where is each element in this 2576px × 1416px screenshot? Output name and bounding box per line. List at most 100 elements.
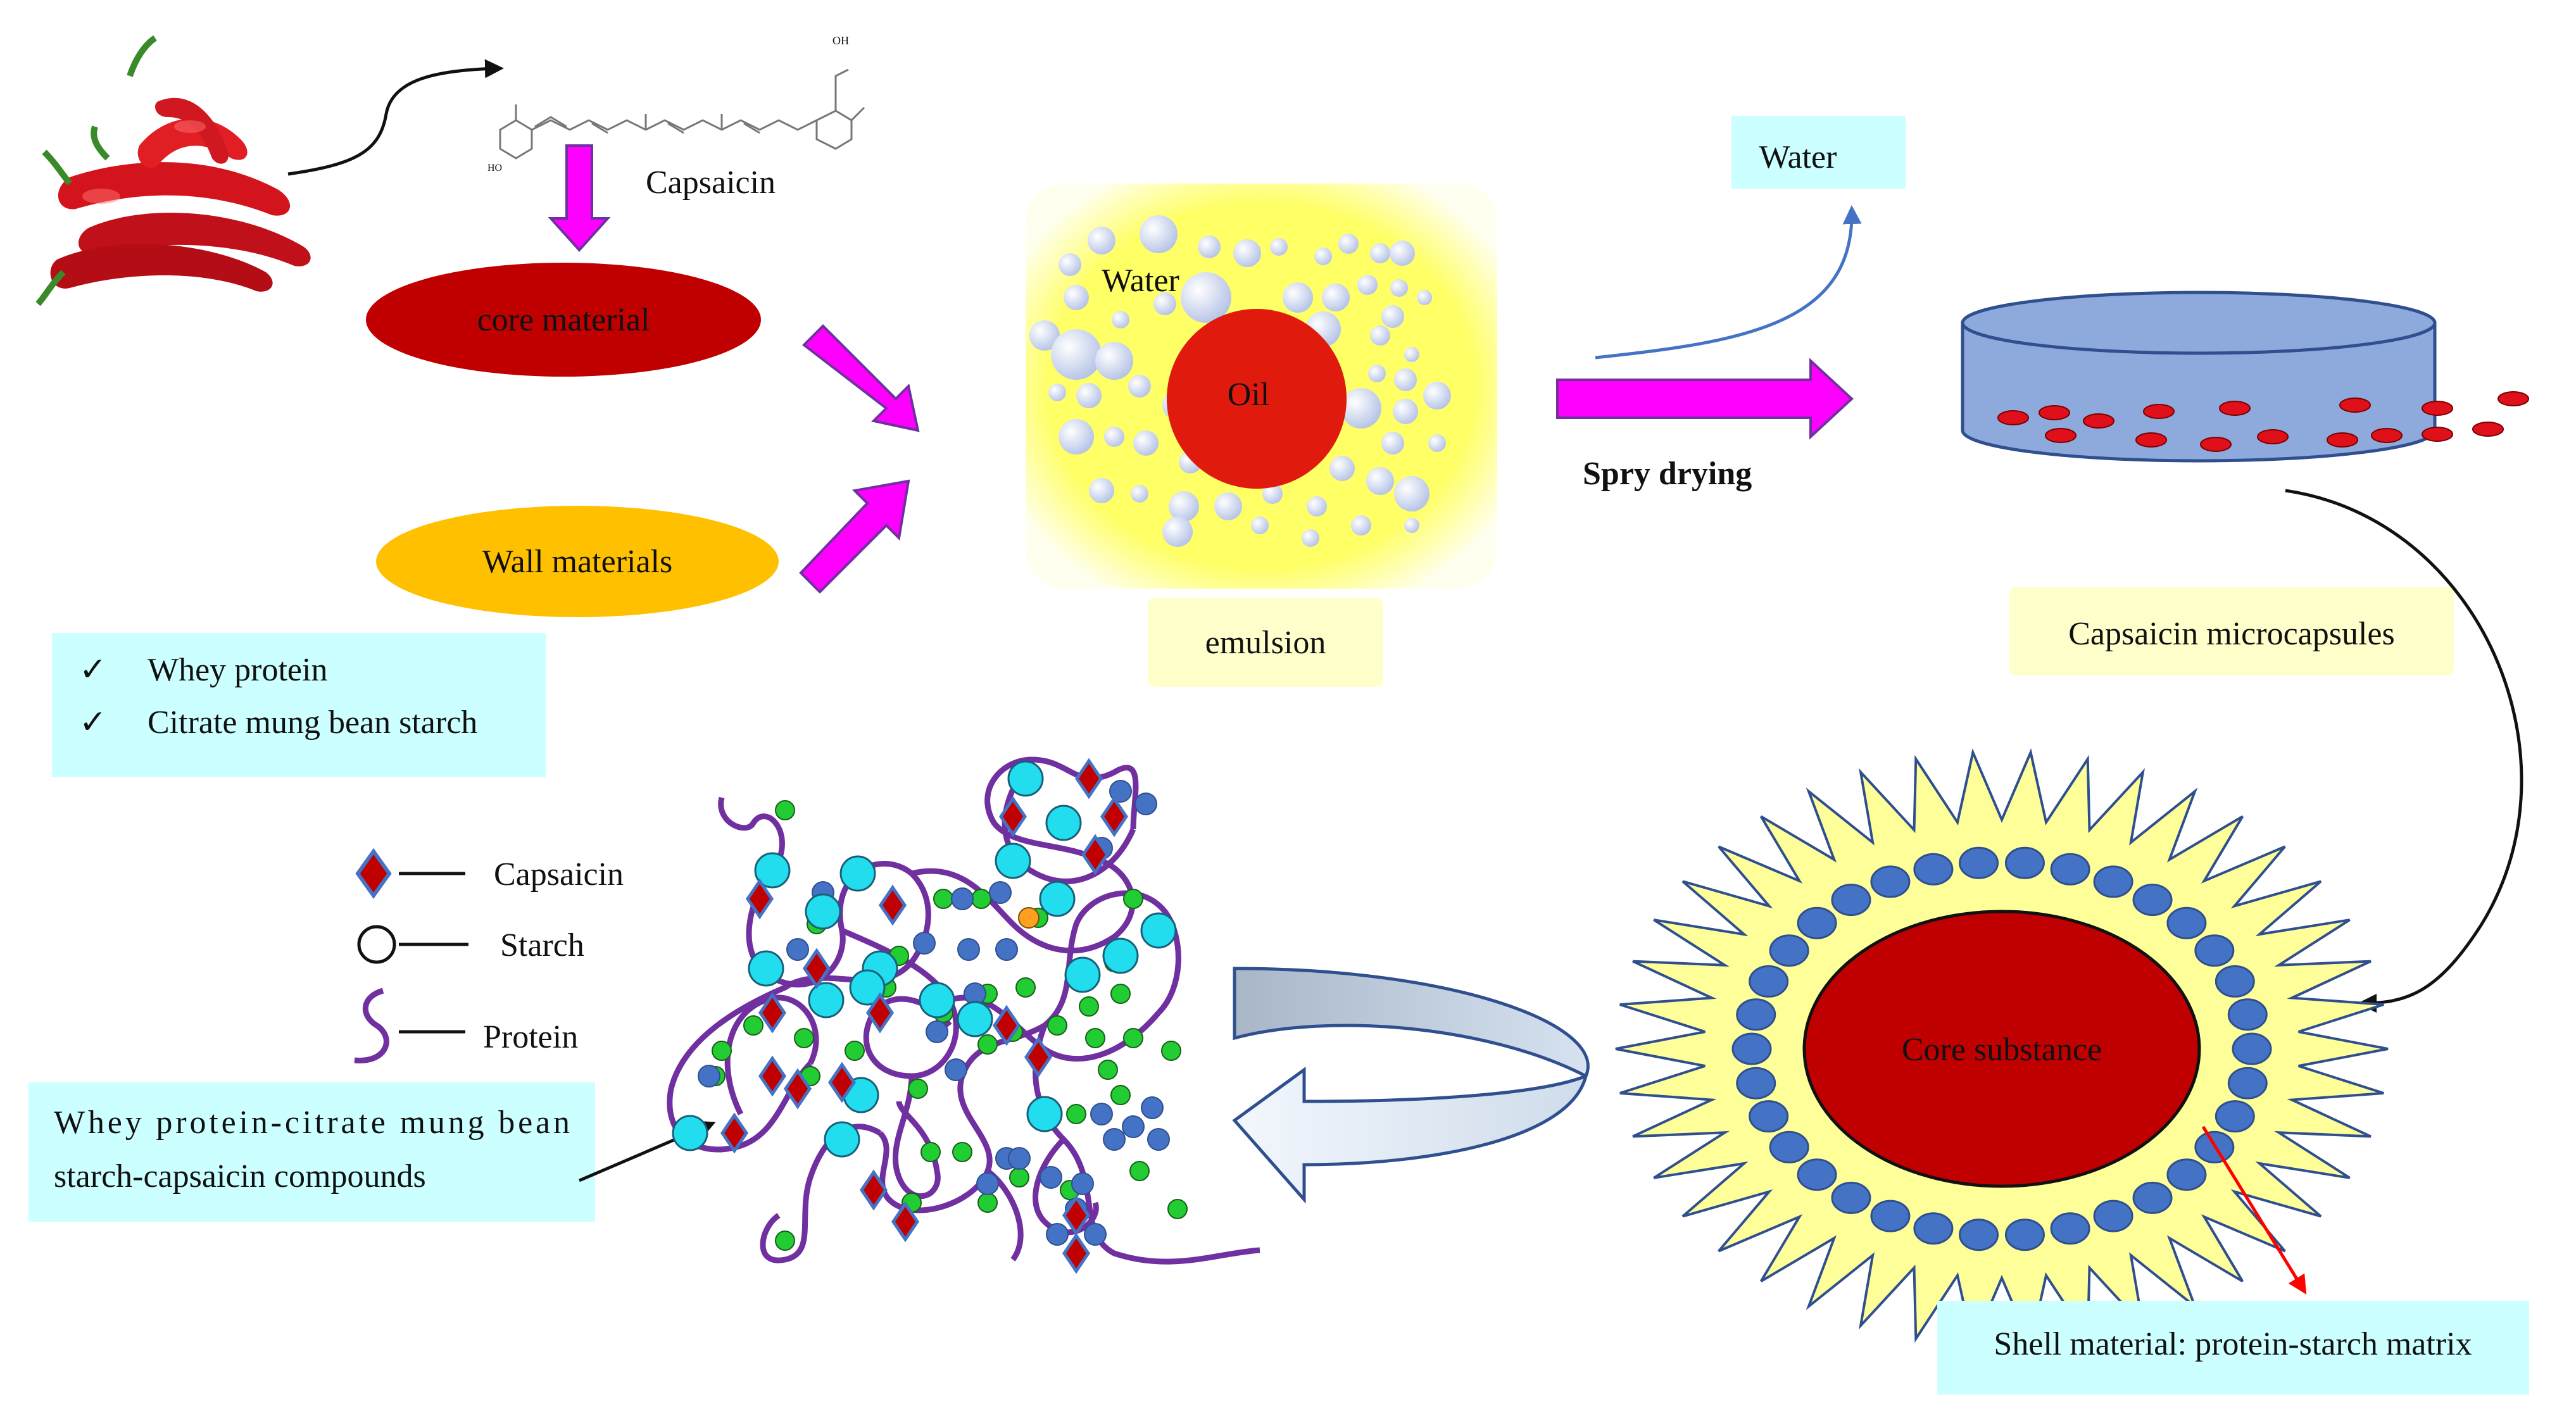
- starch-circle-icon: [357, 925, 396, 964]
- core-material-label: core material: [477, 302, 650, 338]
- protein-bead: [1123, 889, 1143, 909]
- microcapsule-particle: [2422, 401, 2453, 416]
- shell-bead: [1870, 865, 1911, 898]
- capsaicin-molecule: [878, 884, 907, 926]
- shell-bead: [2093, 1200, 2133, 1232]
- microcapsule-particle: [2039, 405, 2070, 420]
- core-substance: [1802, 910, 2201, 1188]
- legend-starch: Starch: [357, 925, 584, 964]
- shell-bead: [1736, 998, 1776, 1031]
- protein-bead: [1167, 1199, 1188, 1219]
- microcapsules-caption-box: Capsaicin microcapsules: [2009, 587, 2454, 675]
- protein-bead: [1109, 780, 1132, 803]
- protein-bead: [775, 1231, 795, 1251]
- water-droplet: [1233, 239, 1261, 267]
- capsaicin-molecule: [859, 1169, 888, 1211]
- protein-bead: [1040, 1166, 1062, 1189]
- wall-materials-ellipse: Wall materials: [376, 506, 779, 617]
- water-droplet: [1133, 430, 1159, 456]
- protein-bead: [1046, 1223, 1069, 1246]
- capsaicin-molecule: [998, 796, 1027, 837]
- wall-materials-label: Wall materials: [482, 544, 672, 580]
- protein-bead: [698, 1065, 720, 1087]
- protein-bead: [989, 881, 1012, 904]
- water-droplet: [1262, 484, 1283, 504]
- protein-bead: [957, 938, 980, 961]
- protein-bead: [1123, 1028, 1143, 1048]
- protein-bead: [1122, 1115, 1145, 1138]
- wall-item-whey-protein: Whey protein: [148, 652, 327, 688]
- oil-label: Oil: [1228, 377, 1269, 413]
- microcapsule-structure: Core substance: [1615, 748, 2389, 1350]
- capsaicin-molecule: [891, 1201, 920, 1243]
- shell-bead: [1870, 1200, 1911, 1232]
- shell-bead: [2050, 1212, 2090, 1245]
- protein-bead: [1110, 984, 1131, 1004]
- water-droplet: [1051, 329, 1102, 380]
- return-curved-arrow: [1232, 967, 1590, 1204]
- protein-bead: [952, 1142, 972, 1162]
- shell-bead: [1797, 1158, 1837, 1191]
- protein-bead: [1084, 1223, 1107, 1246]
- protein-bead: [1079, 996, 1099, 1017]
- starch-granule: [672, 1115, 708, 1151]
- protein-bead: [743, 1015, 763, 1036]
- protein-bead: [845, 1041, 865, 1061]
- capsaicin-molecule: [1081, 834, 1110, 875]
- protein-bead: [1066, 1104, 1086, 1124]
- microcapsule-particle: [2143, 404, 2175, 419]
- capsaicin-molecule: [758, 1055, 787, 1097]
- water-droplet: [1394, 476, 1429, 511]
- capsaicin-molecule-structure: [499, 68, 865, 160]
- water-droplet: [1390, 241, 1415, 266]
- protein-bead: [1147, 1128, 1170, 1151]
- microcapsule-particle: [2219, 401, 2251, 416]
- protein-bead: [1085, 1028, 1105, 1048]
- protein-bead: [926, 1020, 948, 1043]
- protein-bead: [976, 1172, 999, 1195]
- capsaicin-molecule: [745, 878, 774, 920]
- capsaicin-molecule: [992, 1005, 1021, 1046]
- starch-granule: [1026, 1096, 1063, 1132]
- pepper-to-molecule-arrow: [287, 59, 504, 176]
- evaporated-water-label: Water: [1759, 139, 1837, 175]
- starch-granule: [839, 855, 876, 892]
- protein-bead: [1103, 1128, 1126, 1151]
- water-droplet: [1423, 382, 1451, 410]
- water-droplet: [1048, 384, 1066, 401]
- water-droplet: [1390, 279, 1408, 297]
- wall-materials-list-box: ✓ Whey protein ✓ Citrate mung bean starc…: [52, 633, 546, 777]
- check-icon: ✓: [79, 652, 107, 688]
- capsaicin-molecule: [1074, 758, 1103, 799]
- spray-drying-label: Spry drying: [1583, 456, 1752, 492]
- microcapsule-particle: [2200, 437, 2232, 452]
- legend-starch-label: Starch: [500, 927, 584, 963]
- shell-bead: [2166, 906, 2207, 939]
- oil-droplet: [1167, 309, 1347, 489]
- water-droplet: [1394, 368, 1417, 391]
- core-substance-label: Core substance: [1902, 1032, 2102, 1068]
- shell-bead: [2215, 1100, 2255, 1133]
- protein-bead: [1071, 1172, 1094, 1195]
- protein-bead: [995, 938, 1018, 961]
- water-droplet: [1029, 320, 1060, 351]
- water-droplet: [1366, 467, 1394, 495]
- shell-bead: [2050, 853, 2090, 886]
- shell-material-box: Shell material: protein-starch matrix: [1937, 1301, 2529, 1394]
- water-droplet: [1162, 517, 1193, 547]
- emulsion-water-label: Water: [1102, 263, 1179, 299]
- microcapsule-particle: [2045, 428, 2077, 443]
- legend: Capsaicin Starch Protein: [354, 848, 624, 1063]
- water-droplet: [1128, 375, 1151, 398]
- water-droplet: [1370, 325, 1390, 346]
- microcapsule-particle: [2371, 428, 2403, 443]
- water-droplet: [1357, 275, 1378, 295]
- dish-to-microcapsule-arrow: [2285, 489, 2523, 1013]
- wall-to-emulsion-arrow: [799, 479, 910, 594]
- water-droplet: [1283, 282, 1313, 313]
- protein-bead: [712, 1041, 732, 1061]
- starch-granule: [824, 1121, 860, 1158]
- evaporated-water-box: Water: [1731, 116, 1906, 189]
- protein-bead: [920, 1142, 941, 1162]
- starch-granule: [995, 843, 1031, 879]
